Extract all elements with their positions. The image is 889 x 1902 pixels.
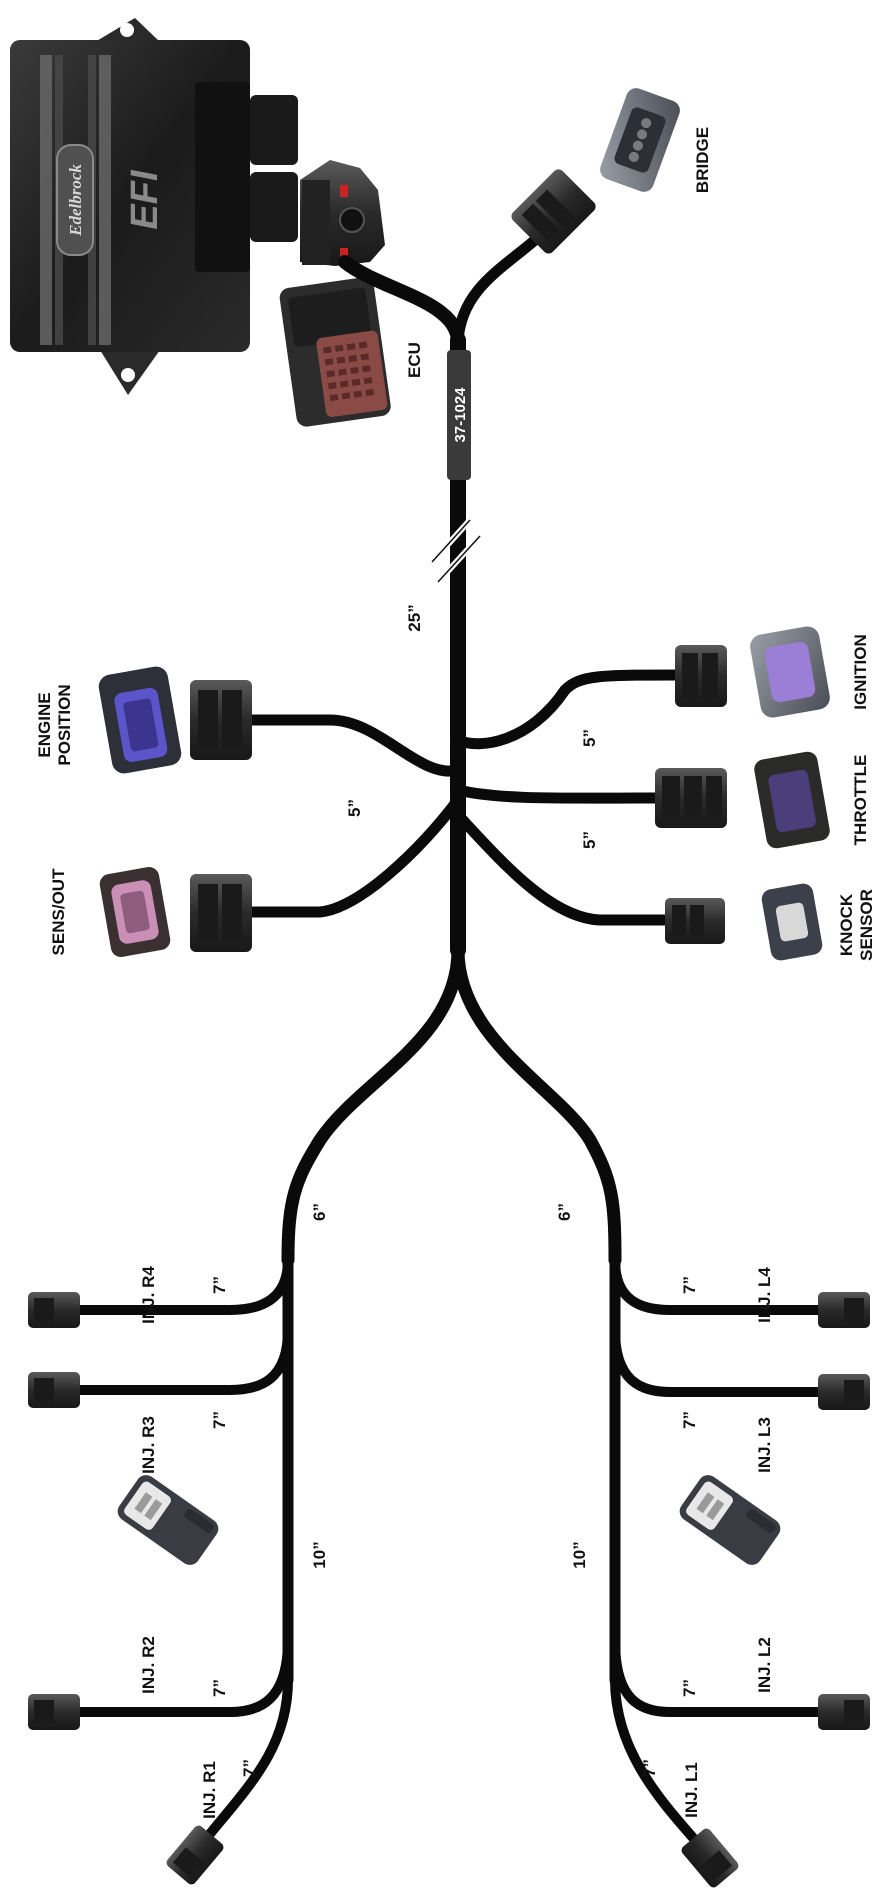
length-left-bank-split: 6” xyxy=(555,1203,574,1221)
ecu-side-panel xyxy=(195,82,250,272)
wire-bridge-branch xyxy=(452,234,541,346)
ecu-mount-hole-top xyxy=(120,23,134,37)
bridge-connector-image xyxy=(600,88,680,192)
length-l1: 7” xyxy=(640,1759,659,1777)
inj-r1-connector xyxy=(166,1825,224,1885)
length-left-sensor-branch: 5” xyxy=(345,799,364,817)
ecu-model-label: EFI xyxy=(124,169,166,230)
length-right-trunk: 10” xyxy=(310,1541,329,1568)
ecu-harness-plug xyxy=(300,160,385,266)
wire-ecu-lead xyxy=(338,255,465,347)
throttle-label: THROTTLE xyxy=(851,755,870,846)
injector-connector-image-right xyxy=(117,1475,219,1565)
part-number-label: 37-1024 xyxy=(452,387,469,443)
trunk-break-mark xyxy=(429,517,483,585)
wire-left-bank-split xyxy=(451,943,622,1267)
length-r2: 7” xyxy=(210,1679,229,1697)
length-l2: 7” xyxy=(680,1679,699,1697)
engine-position-label-line2: POSITION xyxy=(55,684,74,765)
wire-r2 xyxy=(75,1635,293,1717)
wire-r1 xyxy=(200,1675,293,1845)
length-left-trunk: 10” xyxy=(570,1541,589,1568)
ecu-header-socket-upper xyxy=(250,95,298,165)
inj-l4-label: INJ. L4 xyxy=(755,1267,774,1323)
ecu-housing xyxy=(10,40,250,352)
wire-l2 xyxy=(610,1635,825,1717)
inj-r1-label: INJ. R1 xyxy=(200,1761,219,1819)
ecu-mount-hole-bottom xyxy=(121,368,135,382)
inj-l1-label: INJ. L1 xyxy=(682,1762,701,1818)
inj-l1-connector xyxy=(681,1828,739,1888)
inj-r3-connector xyxy=(28,1372,80,1408)
ecu-module: Edelbrock EFI xyxy=(10,18,298,395)
knock-sensor-label-line1: KNOCK xyxy=(837,893,856,956)
sens-out-connector-image xyxy=(99,867,171,957)
inj-r3-label: INJ. R3 xyxy=(139,1416,158,1474)
wire-r3 xyxy=(75,1325,293,1395)
ecu-brand-label: Edelbrock xyxy=(66,164,85,237)
engine-position-label-line1: ENGINE xyxy=(35,692,54,757)
length-l3: 7” xyxy=(680,1411,699,1429)
wire-right-bank-split xyxy=(281,943,465,1267)
inj-r4-connector xyxy=(28,1292,80,1328)
knock-sensor-harness-connector xyxy=(665,898,725,944)
inj-r4-label: INJ. R4 xyxy=(139,1266,158,1324)
inj-l3-connector xyxy=(818,1374,870,1410)
ignition-label: IGNITION xyxy=(851,634,870,710)
ecu-connector-image xyxy=(279,277,391,427)
bridge-label: BRIDGE xyxy=(693,127,712,193)
wire-l4 xyxy=(610,1255,825,1315)
ecu-header-socket-lower xyxy=(250,172,298,242)
sens-out-harness-connector xyxy=(190,874,252,952)
part-number-sleeve: 37-1024 xyxy=(447,350,471,480)
wire-r4 xyxy=(75,1255,293,1315)
sens-out-label: SENS/OUT xyxy=(49,868,68,956)
length-ignition-branch: 5” xyxy=(580,729,599,747)
length-r1: 7” xyxy=(240,1759,259,1777)
throttle-connector-image xyxy=(754,751,830,849)
wire-l3 xyxy=(610,1325,825,1397)
wire-sens-out xyxy=(244,794,464,918)
knock-sensor-connector-image xyxy=(761,883,823,961)
harness-wires xyxy=(75,234,825,1845)
length-r3: 7” xyxy=(210,1411,229,1429)
length-l4: 7” xyxy=(680,1276,699,1294)
inj-l4-connector xyxy=(818,1292,870,1328)
ignition-connector-image xyxy=(750,626,830,718)
throttle-harness-connector xyxy=(655,768,727,828)
inj-l3-label: INJ. L3 xyxy=(755,1417,774,1473)
knock-sensor-label-line2: SENSOR xyxy=(857,889,876,961)
wire-l1 xyxy=(610,1675,700,1845)
length-r4: 7” xyxy=(210,1276,229,1294)
inj-r2-connector xyxy=(28,1694,80,1730)
wire-throttle xyxy=(452,784,671,804)
inj-r2-label: INJ. R2 xyxy=(139,1636,158,1694)
inj-l2-connector xyxy=(818,1694,870,1730)
ignition-harness-connector xyxy=(675,645,727,707)
injector-connector-image-left xyxy=(679,1475,781,1565)
wire-engine-position xyxy=(244,714,464,777)
inj-l2-label: INJ. L2 xyxy=(755,1637,774,1693)
engine-position-harness-connector xyxy=(190,680,252,760)
length-main-trunk: 25” xyxy=(405,604,424,631)
length-throttle-knock-branch: 5” xyxy=(580,831,599,849)
length-right-bank-split: 6” xyxy=(310,1203,329,1221)
engine-position-connector-image xyxy=(98,666,182,774)
ecu-label: ECU xyxy=(405,342,424,378)
wire-knock xyxy=(452,809,681,926)
bridge-harness-connector xyxy=(511,169,596,254)
wire-ignition xyxy=(452,669,686,750)
